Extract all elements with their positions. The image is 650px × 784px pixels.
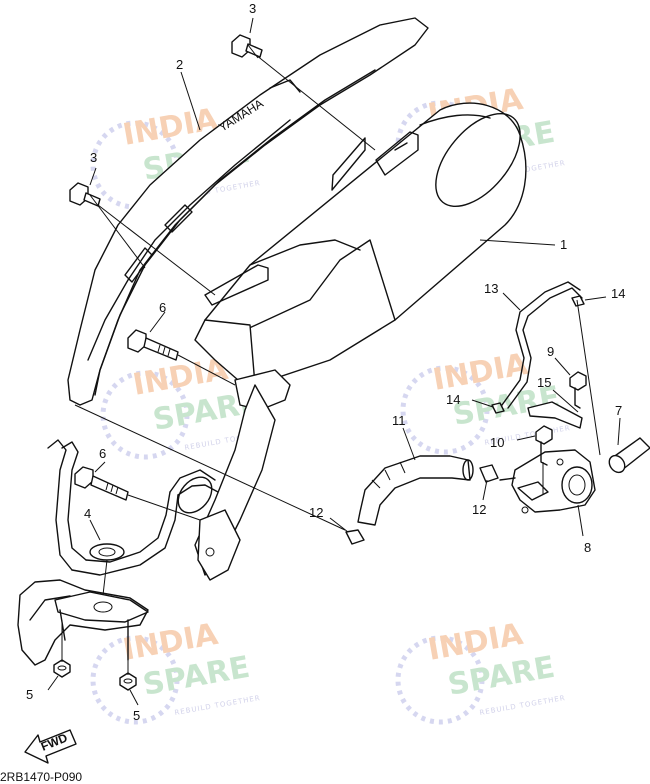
- watermark-tagline: REBUILD TOGETHER: [174, 694, 261, 717]
- callout-14-upper: 14: [611, 286, 625, 301]
- callout-12-right: 12: [472, 502, 486, 517]
- callout-11: 11: [392, 413, 406, 428]
- reed-valve-assembly: [499, 449, 596, 514]
- callout-2: 2: [176, 57, 183, 72]
- bolt-10: [535, 425, 553, 466]
- callout-9: 9: [547, 344, 554, 359]
- muffler-brackets: [204, 131, 419, 306]
- callout-7: 7: [615, 403, 622, 418]
- exhaust-flange: [17, 579, 149, 666]
- callout-6-upper: 6: [159, 300, 166, 315]
- bolt-top-right: [231, 34, 263, 58]
- watermark-ring: [400, 365, 490, 455]
- callout-labels: 1 2 3 3 4 5 5 6 6 7 8 9 10 11 12 12 13 1…: [26, 1, 625, 723]
- callout-10: 10: [490, 435, 504, 450]
- hose-clamp-12-left: [345, 529, 365, 545]
- fwd-arrow-icon: [24, 729, 77, 764]
- watermark-logo: INDIA SPARE REBUILD TOGETHER: [395, 617, 566, 725]
- watermark-logo: INDIA SPARE REBUILD TOGETHER: [90, 617, 261, 725]
- hose-clamp-14-lower: [491, 402, 505, 414]
- bolt-upper: [127, 329, 179, 361]
- bolt-lower: [74, 466, 129, 501]
- callout-8: 8: [584, 540, 591, 555]
- callout-3-left: 3: [90, 150, 97, 165]
- hose-clamp-12-right: [479, 464, 499, 483]
- leader-lines: [47, 17, 621, 706]
- callout-13: 13: [484, 281, 498, 296]
- muffler-stay: [194, 319, 291, 581]
- nut-left: [53, 659, 71, 678]
- callout-5-right: 5: [133, 708, 140, 723]
- watermark-tagline: REBUILD TOGETHER: [479, 694, 566, 717]
- muffler-body: [204, 102, 527, 386]
- callout-4: 4: [84, 506, 91, 521]
- diagram-code: 2RB1470-P090: [0, 770, 82, 784]
- nut-right: [119, 672, 137, 691]
- fwd-arrow: FWD: [24, 729, 77, 764]
- air-induction-hose-11: [357, 455, 474, 526]
- callout-15: 15: [537, 375, 551, 390]
- callout-6-lower: 6: [99, 446, 106, 461]
- bracket-15: [527, 401, 583, 429]
- callout-12-left: 12: [309, 505, 323, 520]
- watermark-ring: [90, 635, 180, 725]
- callout-1: 1: [560, 237, 567, 252]
- callout-5-left: 5: [26, 687, 33, 702]
- watermark-ring: [100, 370, 190, 460]
- pipe-7: [608, 437, 650, 474]
- gasket: [89, 543, 125, 561]
- watermark-ring: [395, 635, 485, 725]
- air-induction-hose-13: [501, 281, 583, 409]
- callout-14-lower: 14: [446, 392, 460, 407]
- hose-clamp-14-upper: [571, 295, 585, 307]
- callout-3-top: 3: [249, 1, 256, 16]
- exhaust-pipe: [47, 439, 219, 576]
- bolt-9: [569, 371, 587, 409]
